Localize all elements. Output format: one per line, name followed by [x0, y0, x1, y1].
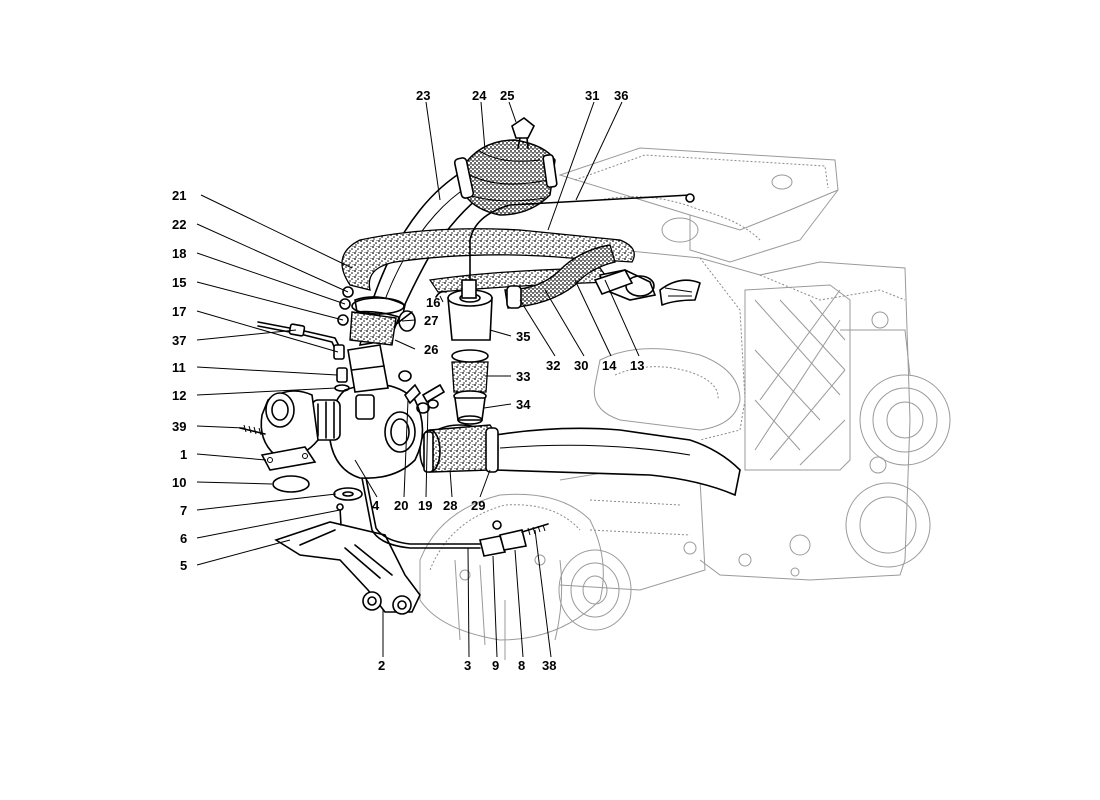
callout-16: 16 [426, 295, 440, 310]
callout-35: 35 [516, 329, 530, 344]
callout-28: 28 [443, 498, 457, 513]
engine-block-outline [419, 147, 951, 660]
callout-9: 9 [492, 658, 499, 673]
callout-27: 27 [424, 313, 438, 328]
charge-hose-24 [453, 117, 558, 216]
clamp-29 [485, 427, 499, 473]
callout-21: 21 [172, 188, 186, 203]
intake-pipe [419, 424, 741, 497]
callout-1: 1 [180, 447, 187, 462]
clamp-24b [542, 154, 558, 188]
washer-7 [333, 487, 363, 501]
sensor-25 [511, 117, 536, 139]
support-bracket-5 [274, 477, 549, 615]
callout-23: 23 [416, 88, 430, 103]
callout-3: 3 [464, 658, 471, 673]
rod-4 [361, 477, 481, 549]
callout-22: 22 [172, 217, 186, 232]
outlet-flange [355, 394, 375, 420]
callout-14: 14 [602, 358, 617, 373]
fitting-9 [479, 535, 507, 557]
callout-31: 31 [585, 88, 599, 103]
callout-labels: 23 24 25 31 36 21 22 18 15 17 37 11 12 3… [172, 88, 644, 673]
callout-17: 17 [172, 304, 186, 319]
callout-20: 20 [394, 498, 408, 513]
callout-4: 4 [372, 498, 380, 513]
fitting-38 [521, 523, 549, 533]
callout-32: 32 [546, 358, 560, 373]
callout-10: 10 [172, 475, 186, 490]
screw-6 [339, 507, 342, 526]
turbocharger [239, 344, 446, 493]
callout-39: 39 [172, 419, 186, 434]
washer-12 [334, 384, 350, 392]
callout-11: 11 [172, 360, 186, 375]
gasket-10 [272, 475, 310, 493]
clamp-32 [506, 285, 522, 309]
fitting-11 [336, 367, 348, 383]
callout-7: 7 [180, 503, 187, 518]
oil-feed-pipe [257, 286, 447, 360]
bolt-19 [421, 383, 446, 404]
callout-12: 12 [172, 388, 186, 403]
fitting-16 [435, 290, 447, 298]
callout-26: 26 [424, 342, 438, 357]
callout-34: 34 [516, 397, 531, 412]
fitting-8 [499, 529, 527, 551]
callout-37: 37 [172, 333, 186, 348]
wastegate-valve [447, 194, 691, 425]
callout-29: 29 [471, 498, 485, 513]
clamp-24a [453, 157, 475, 199]
callout-13: 13 [630, 358, 644, 373]
callout-30: 30 [574, 358, 588, 373]
turbo-flange-1 [260, 446, 317, 471]
sensor-pipe-14 [593, 193, 701, 306]
union-37 [288, 323, 306, 337]
callout-2: 2 [378, 658, 385, 673]
callout-25: 25 [500, 88, 514, 103]
callout-24: 24 [472, 88, 487, 103]
callout-36: 36 [614, 88, 628, 103]
callout-8: 8 [518, 658, 525, 673]
callout-15: 15 [172, 275, 186, 290]
callout-6: 6 [180, 531, 187, 546]
union-17 [333, 344, 345, 360]
callout-33: 33 [516, 369, 530, 384]
callout-5: 5 [180, 558, 187, 573]
callout-18: 18 [172, 246, 186, 261]
callout-38: 38 [542, 658, 556, 673]
callout-19: 19 [418, 498, 432, 513]
clamp-28 [423, 431, 434, 473]
leader-lines [196, 101, 640, 658]
